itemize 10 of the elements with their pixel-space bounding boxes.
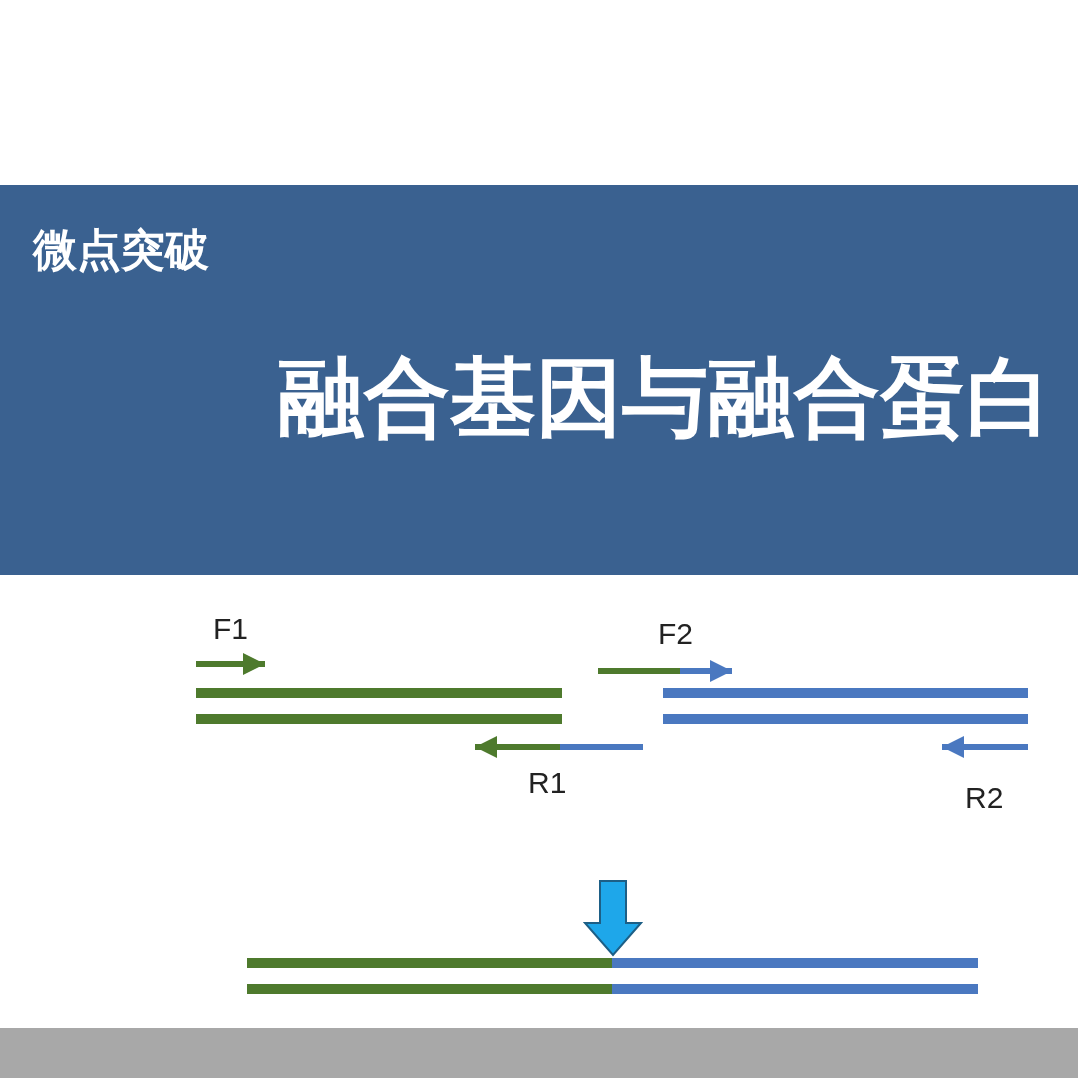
primer-label: R2 bbox=[965, 783, 1004, 813]
section-tag: 微点突破 bbox=[33, 228, 209, 272]
block-arrow bbox=[582, 880, 644, 957]
primer-label: F1 bbox=[213, 614, 248, 644]
primer-label: R1 bbox=[528, 768, 567, 798]
primer-label: F2 bbox=[658, 619, 693, 649]
title: 融合基因与融合蛋白 bbox=[278, 350, 1052, 445]
dna-double-strand bbox=[663, 688, 1028, 724]
dna-double-strand bbox=[196, 688, 562, 724]
dna-double-strand bbox=[247, 958, 978, 994]
